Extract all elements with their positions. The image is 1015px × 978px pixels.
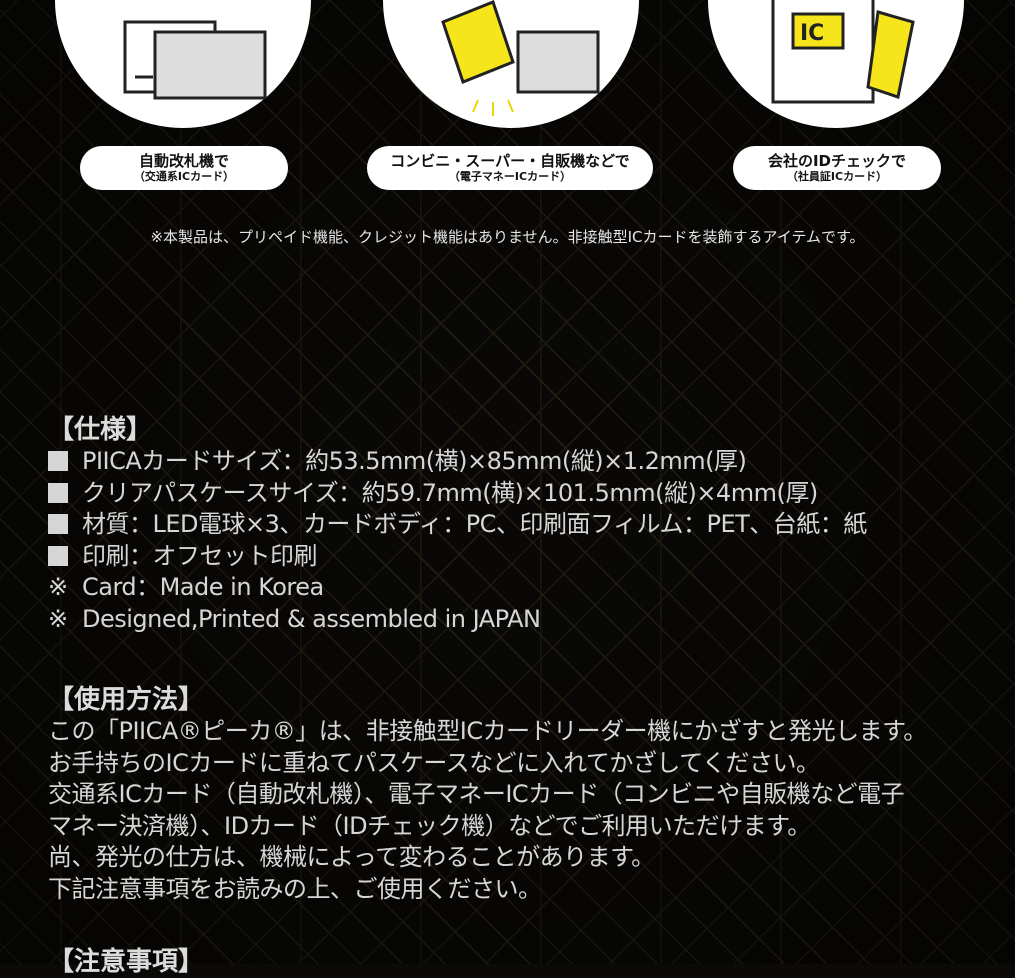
usage-card-id-check: 会社のIDチェックで （社員証ICカード） bbox=[733, 146, 941, 190]
disclaimer: ※本製品は、プリペイド機能、クレジット機能はありません。非接触型ICカードを装飾… bbox=[150, 228, 865, 246]
usage-card-convenience-store: コンビニ・スーパー・自販機などで （電子マネーICカード） bbox=[367, 146, 653, 190]
card-reader-illustration bbox=[383, 0, 639, 128]
usage-heading: 【使用方法】 bbox=[48, 685, 205, 715]
usage-line: マネー決済機）、IDカード（IDチェック機）などでご利用いただけます。 bbox=[48, 811, 811, 840]
usage-line: 尚、発光の仕方は、機械によって変わることがあります。 bbox=[48, 843, 655, 871]
bullet-square-icon bbox=[48, 545, 68, 566]
cautions-heading: 【注意事項】 bbox=[48, 947, 205, 977]
spec-note: ※Designed,Printed & assembled in JAPAN bbox=[48, 604, 541, 633]
svg-text:IC: IC bbox=[800, 21, 824, 46]
ticket-gate-illustration bbox=[55, 0, 311, 128]
spec-item: 印刷：オフセット印刷 bbox=[48, 541, 867, 573]
id-reader-icon: IC bbox=[771, 0, 915, 104]
specs-heading: 【仕様】 bbox=[48, 415, 153, 445]
usage-line: この「PIICA®ピーカ®」は、非接触型ICカードリーダー機にかざすと発光します… bbox=[48, 717, 927, 745]
spec-item: PIICAカードサイズ：約53.5mm(横)×85mm(縦)×1.2mm(厚) bbox=[48, 446, 867, 478]
usage-section: 【使用方法】 この「PIICA®ピーカ®」は、非接触型ICカードリーダー機にかざ… bbox=[48, 684, 927, 905]
spec-note: ※Card：Made in Korea bbox=[48, 573, 324, 601]
specs-section: 【仕様】 PIICAカードサイズ：約53.5mm(横)×85mm(縦)×1.2m… bbox=[48, 414, 867, 635]
bullet-square-icon bbox=[48, 514, 68, 534]
usage-line: 交通系ICカード（自動改札機）、電子マネーICカード（コンビニや自販機など電子 bbox=[48, 780, 905, 808]
usage-line: 下記注意事項をお読みの上、ご使用ください。 bbox=[48, 874, 542, 903]
bullet-square-icon bbox=[48, 482, 68, 503]
spec-item: クリアパスケースサイズ：約59.7mm(横)×101.5mm(縦)×4mm(厚) bbox=[48, 478, 867, 510]
usage-card-ticket-gate: 自動改札機で （交通系ICカード） bbox=[80, 146, 288, 190]
spec-item: 材質：LED電球×3、カードボディ：PC、印刷面フィルム：PET、台紙：紙 bbox=[48, 509, 867, 541]
card-reader-icon bbox=[441, 0, 600, 116]
ticket-gate-icon bbox=[123, 20, 267, 100]
bullet-square-icon bbox=[48, 451, 68, 471]
usage-line: お手持ちのICカードに重ねてパスケースなどに入れてかざしてください。 bbox=[48, 748, 820, 777]
id-reader-illustration: IC bbox=[708, 0, 964, 128]
